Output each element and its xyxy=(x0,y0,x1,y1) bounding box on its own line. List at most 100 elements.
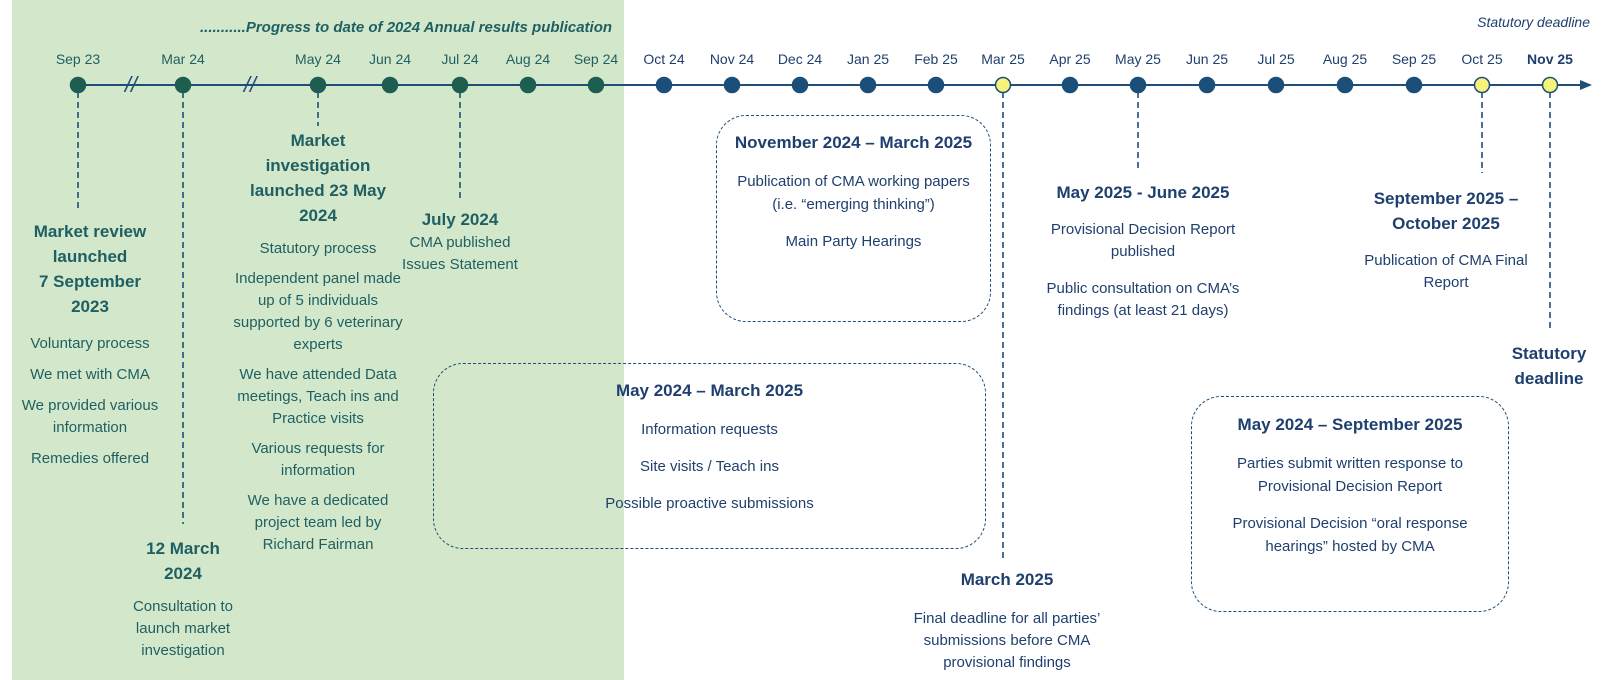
box-detail: Publication of CMA working papers (i.e. … xyxy=(737,173,970,213)
event-detail: We met with CMA xyxy=(30,366,150,383)
event-detail: We have a dedicated project team led by … xyxy=(247,492,389,553)
axis-break-mark-1: // xyxy=(123,72,139,97)
event-title-line: 12 March xyxy=(146,539,220,558)
month-label-oct-24: Oct 24 xyxy=(643,51,685,67)
month-label-jun-25: Jun 25 xyxy=(1185,51,1229,67)
event-detail: We have attended Data meetings, Teach in… xyxy=(237,366,399,427)
event-detail: Final deadline for all parties’ submissi… xyxy=(913,610,1101,671)
month-label-sep-24: Sep 24 xyxy=(573,51,619,67)
timeline-dot-apr-25 xyxy=(1061,76,1079,94)
timeline-dot-oct-24 xyxy=(655,76,673,94)
event-title-line: investigation xyxy=(265,156,371,175)
month-label-mar-24: Mar 24 xyxy=(161,51,205,67)
box-detail: Site visits / Teach ins xyxy=(640,458,779,475)
timeline-dot-jul-24 xyxy=(451,76,469,94)
timeline-dot-nov-24 xyxy=(723,76,741,94)
timeline-dot-may-24 xyxy=(309,76,327,94)
month-label-nov-25: Nov 25 xyxy=(1527,51,1573,67)
month-label-feb-25: Feb 25 xyxy=(914,51,958,67)
timeline-dot-aug-25 xyxy=(1336,76,1354,94)
box-title: May 2024 – September 2025 xyxy=(1237,415,1463,434)
event-title-line: 7 September xyxy=(38,272,142,291)
event-title-line: launched xyxy=(52,247,128,266)
month-label-apr-25: Apr 25 xyxy=(1049,51,1091,67)
axis-break-mark-2: // xyxy=(242,72,258,97)
timeline-dot-feb-25 xyxy=(927,76,945,94)
timeline-dot-nov-25 xyxy=(1541,76,1559,94)
event-title-line: September 2025 – xyxy=(1373,189,1519,208)
event-detail: CMA published Issues Statement xyxy=(402,234,518,273)
timeline-dot-aug-24 xyxy=(519,76,537,94)
box-detail: Provisional Decision “oral response hear… xyxy=(1232,515,1468,555)
event-title-line: 2023 xyxy=(71,297,109,316)
month-label-aug-25: Aug 25 xyxy=(1322,51,1368,67)
timeline-dot-may-25 xyxy=(1129,76,1147,94)
event-detail: Provisional Decision Report published xyxy=(1050,221,1236,260)
event-title-line: October 2025 xyxy=(1392,214,1500,233)
progress-label: ...........Progress to date of 2024 Annu… xyxy=(200,19,613,36)
timeline-dot-jun-24 xyxy=(381,76,399,94)
month-label-aug-24: Aug 24 xyxy=(505,51,551,67)
timeline-dot-jun-25 xyxy=(1198,76,1216,94)
timeline-dot-jul-25 xyxy=(1267,76,1285,94)
month-label-may-25: May 25 xyxy=(1115,51,1161,67)
event-title-line: launched 23 May xyxy=(249,181,387,200)
event-detail: Voluntary process xyxy=(30,335,150,352)
timeline-dot-sep-23 xyxy=(69,76,87,94)
timeline-dot-dec-24 xyxy=(791,76,809,94)
month-label-nov-24: Nov 24 xyxy=(709,51,755,67)
month-label-jul-24: Jul 24 xyxy=(441,51,479,67)
timeline-dot-oct-25 xyxy=(1473,76,1491,94)
event-detail: Various requests for information xyxy=(251,440,385,479)
month-label-dec-24: Dec 24 xyxy=(777,51,823,67)
box-detail: Possible proactive submissions xyxy=(605,495,814,512)
month-label-may-24: May 24 xyxy=(295,51,341,67)
event-detail: We provided various information xyxy=(21,397,159,436)
box-detail: Information requests xyxy=(641,421,778,438)
event-title-line: March 2025 xyxy=(960,570,1054,589)
event-detail: Independent panel made up of 5 individua… xyxy=(233,270,403,353)
timeline-dot-sep-24 xyxy=(587,76,605,94)
month-label-jun-24: Jun 24 xyxy=(368,51,412,67)
event-detail: Public consultation on CMA’s findings (a… xyxy=(1046,280,1240,319)
box-detail: Main Party Hearings xyxy=(785,233,922,250)
month-label-mar-25: Mar 25 xyxy=(981,51,1025,67)
event-title-line: Market xyxy=(290,131,346,150)
statutory-deadline-label: Statutory deadline xyxy=(1477,14,1590,30)
event-title-line: May 2025 - June 2025 xyxy=(1056,183,1230,202)
event-statutory-deadline: Statutory deadline xyxy=(1494,341,1604,391)
timeline-arrow-icon xyxy=(1580,80,1592,90)
event-title-line: deadline xyxy=(1514,369,1584,388)
month-label-oct-25: Oct 25 xyxy=(1461,51,1503,67)
event-title-line: 2024 xyxy=(164,564,202,583)
event-title-line: Statutory xyxy=(1511,344,1587,363)
box-title: November 2024 – March 2025 xyxy=(734,133,973,152)
timeline-dot-jan-25 xyxy=(859,76,877,94)
month-label-jul-25: Jul 25 xyxy=(1257,51,1295,67)
month-label-sep-23: Sep 23 xyxy=(55,51,101,67)
month-label-jan-25: Jan 25 xyxy=(846,51,890,67)
timeline-dot-mar-25 xyxy=(994,76,1012,94)
box-detail: Parties submit written response to Provi… xyxy=(1237,455,1463,495)
event-title-line: 2024 xyxy=(299,206,337,225)
month-label-sep-25: Sep 25 xyxy=(1391,51,1437,67)
event-detail: Statutory process xyxy=(259,240,377,257)
timeline-dot-mar-24 xyxy=(174,76,192,94)
box-title: May 2024 – March 2025 xyxy=(615,381,804,400)
event-detail: Remedies offered xyxy=(30,450,150,467)
event-detail: Publication of CMA Final Report xyxy=(1364,252,1528,291)
event-title-line: July 2024 xyxy=(421,210,499,229)
timeline-dot-sep-25 xyxy=(1405,76,1423,94)
